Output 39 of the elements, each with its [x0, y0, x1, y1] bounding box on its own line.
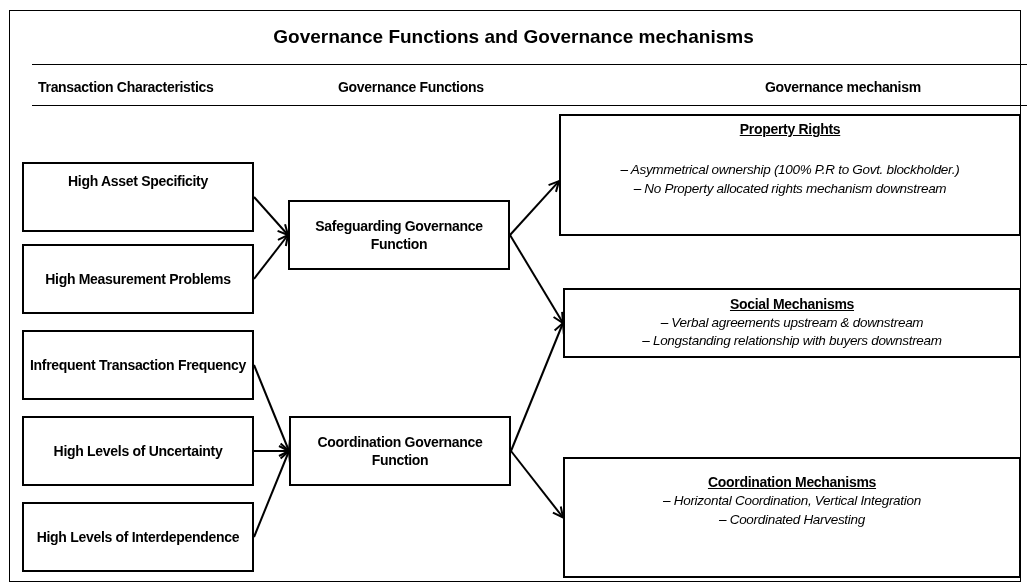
- box-label: Coordination Governance Function: [316, 432, 484, 470]
- process-box: [22, 330, 254, 400]
- box-label: High Levels of Uncertainty: [53, 441, 223, 461]
- bullet-text: – Horizontal Coordination, Vertical Integration: [663, 491, 921, 510]
- arrow: [510, 450, 564, 519]
- arrow: [509, 234, 564, 324]
- diagram-title: Governance Functions and Governance mechanisms: [272, 26, 755, 48]
- arrow: [253, 234, 289, 280]
- box-label: Safeguarding Governance Function: [314, 216, 484, 254]
- box-heading: Property Rights: [739, 120, 841, 139]
- column-header: Transaction Characteristics: [38, 79, 214, 95]
- arrow: [253, 445, 290, 457]
- process-box: [22, 244, 254, 314]
- arrow: [510, 322, 565, 452]
- bullet-text: – No Property allocated rights mechanism downstream: [633, 179, 947, 198]
- box-label: High Measurement Problems: [45, 269, 231, 289]
- box-heading: Coordination Mechanisms: [707, 473, 877, 492]
- mechanism-box: [563, 288, 1021, 358]
- arrow: [253, 364, 291, 452]
- box-label: High Levels of Interdependence: [36, 527, 240, 547]
- arrow: [253, 196, 289, 236]
- bullet-text: – Verbal agreements upstream & downstream: [660, 313, 924, 332]
- bullet-text: – Coordinated Harvesting: [719, 510, 865, 529]
- process-box: [288, 200, 510, 270]
- process-box: [22, 416, 254, 486]
- box-label: Infrequent Transaction Frequency: [30, 355, 246, 375]
- box-heading: Social Mechanisms: [729, 294, 855, 314]
- box-label: High Asset Specificity: [68, 172, 208, 191]
- column-header: Governance mechanism: [765, 79, 921, 95]
- arrow: [253, 450, 291, 538]
- column-header: Governance Functions: [338, 79, 484, 95]
- process-box: [22, 162, 254, 232]
- process-box: [289, 416, 511, 486]
- mechanism-box: [559, 114, 1021, 236]
- bullet-text: – Asymmetrical ownership (100% P.R to Govt. blockholder.): [620, 160, 960, 179]
- mechanism-box: [563, 457, 1021, 578]
- arrow: [509, 180, 560, 236]
- bullet-text: – Longstanding relationship with buyers downstream: [642, 332, 942, 351]
- process-box: [22, 502, 254, 572]
